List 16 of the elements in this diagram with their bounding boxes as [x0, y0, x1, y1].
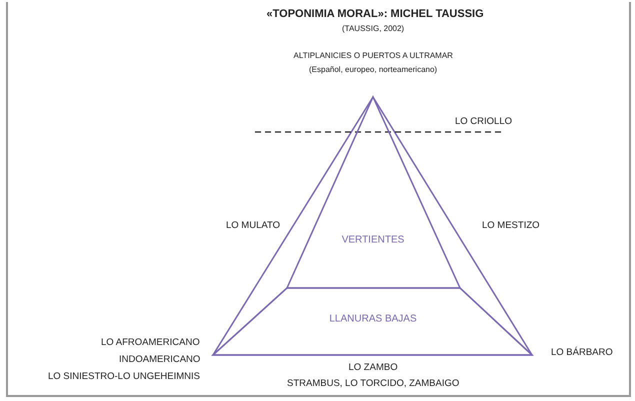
region-note: (Español, europeo, norteamericano)	[309, 64, 438, 76]
vertex-label: LO AFROAMERICANO	[101, 337, 200, 349]
vertex-label: LO SINIESTRO-LO UNGEHEIMNIS	[48, 371, 200, 383]
vertex-label: LO CRIOLLO	[455, 116, 512, 128]
title: «TOPONIMIA MORAL»: MICHEL TAUSSIG	[266, 8, 484, 20]
side-label: LO ZAMBO	[348, 362, 398, 374]
vertex-label: LO BÁRBARO	[551, 347, 613, 359]
side-label: LO MESTIZO	[482, 220, 540, 232]
region-label: VERTIENTES	[342, 234, 404, 246]
vertex-label: INDOAMERICANO	[119, 354, 200, 366]
side-label: STRAMBUS, LO TORCIDO, ZAMBAIGO	[287, 378, 460, 390]
region-label: LLANURAS BAJAS	[329, 314, 417, 324]
citation: (TAUSSIG, 2002)	[342, 23, 404, 35]
side-label: LO MULATO	[226, 220, 280, 232]
region-label: ALTIPLANICIES O PUERTOS A ULTRAMAR	[294, 50, 453, 62]
trapezoid-region	[213, 288, 532, 355]
